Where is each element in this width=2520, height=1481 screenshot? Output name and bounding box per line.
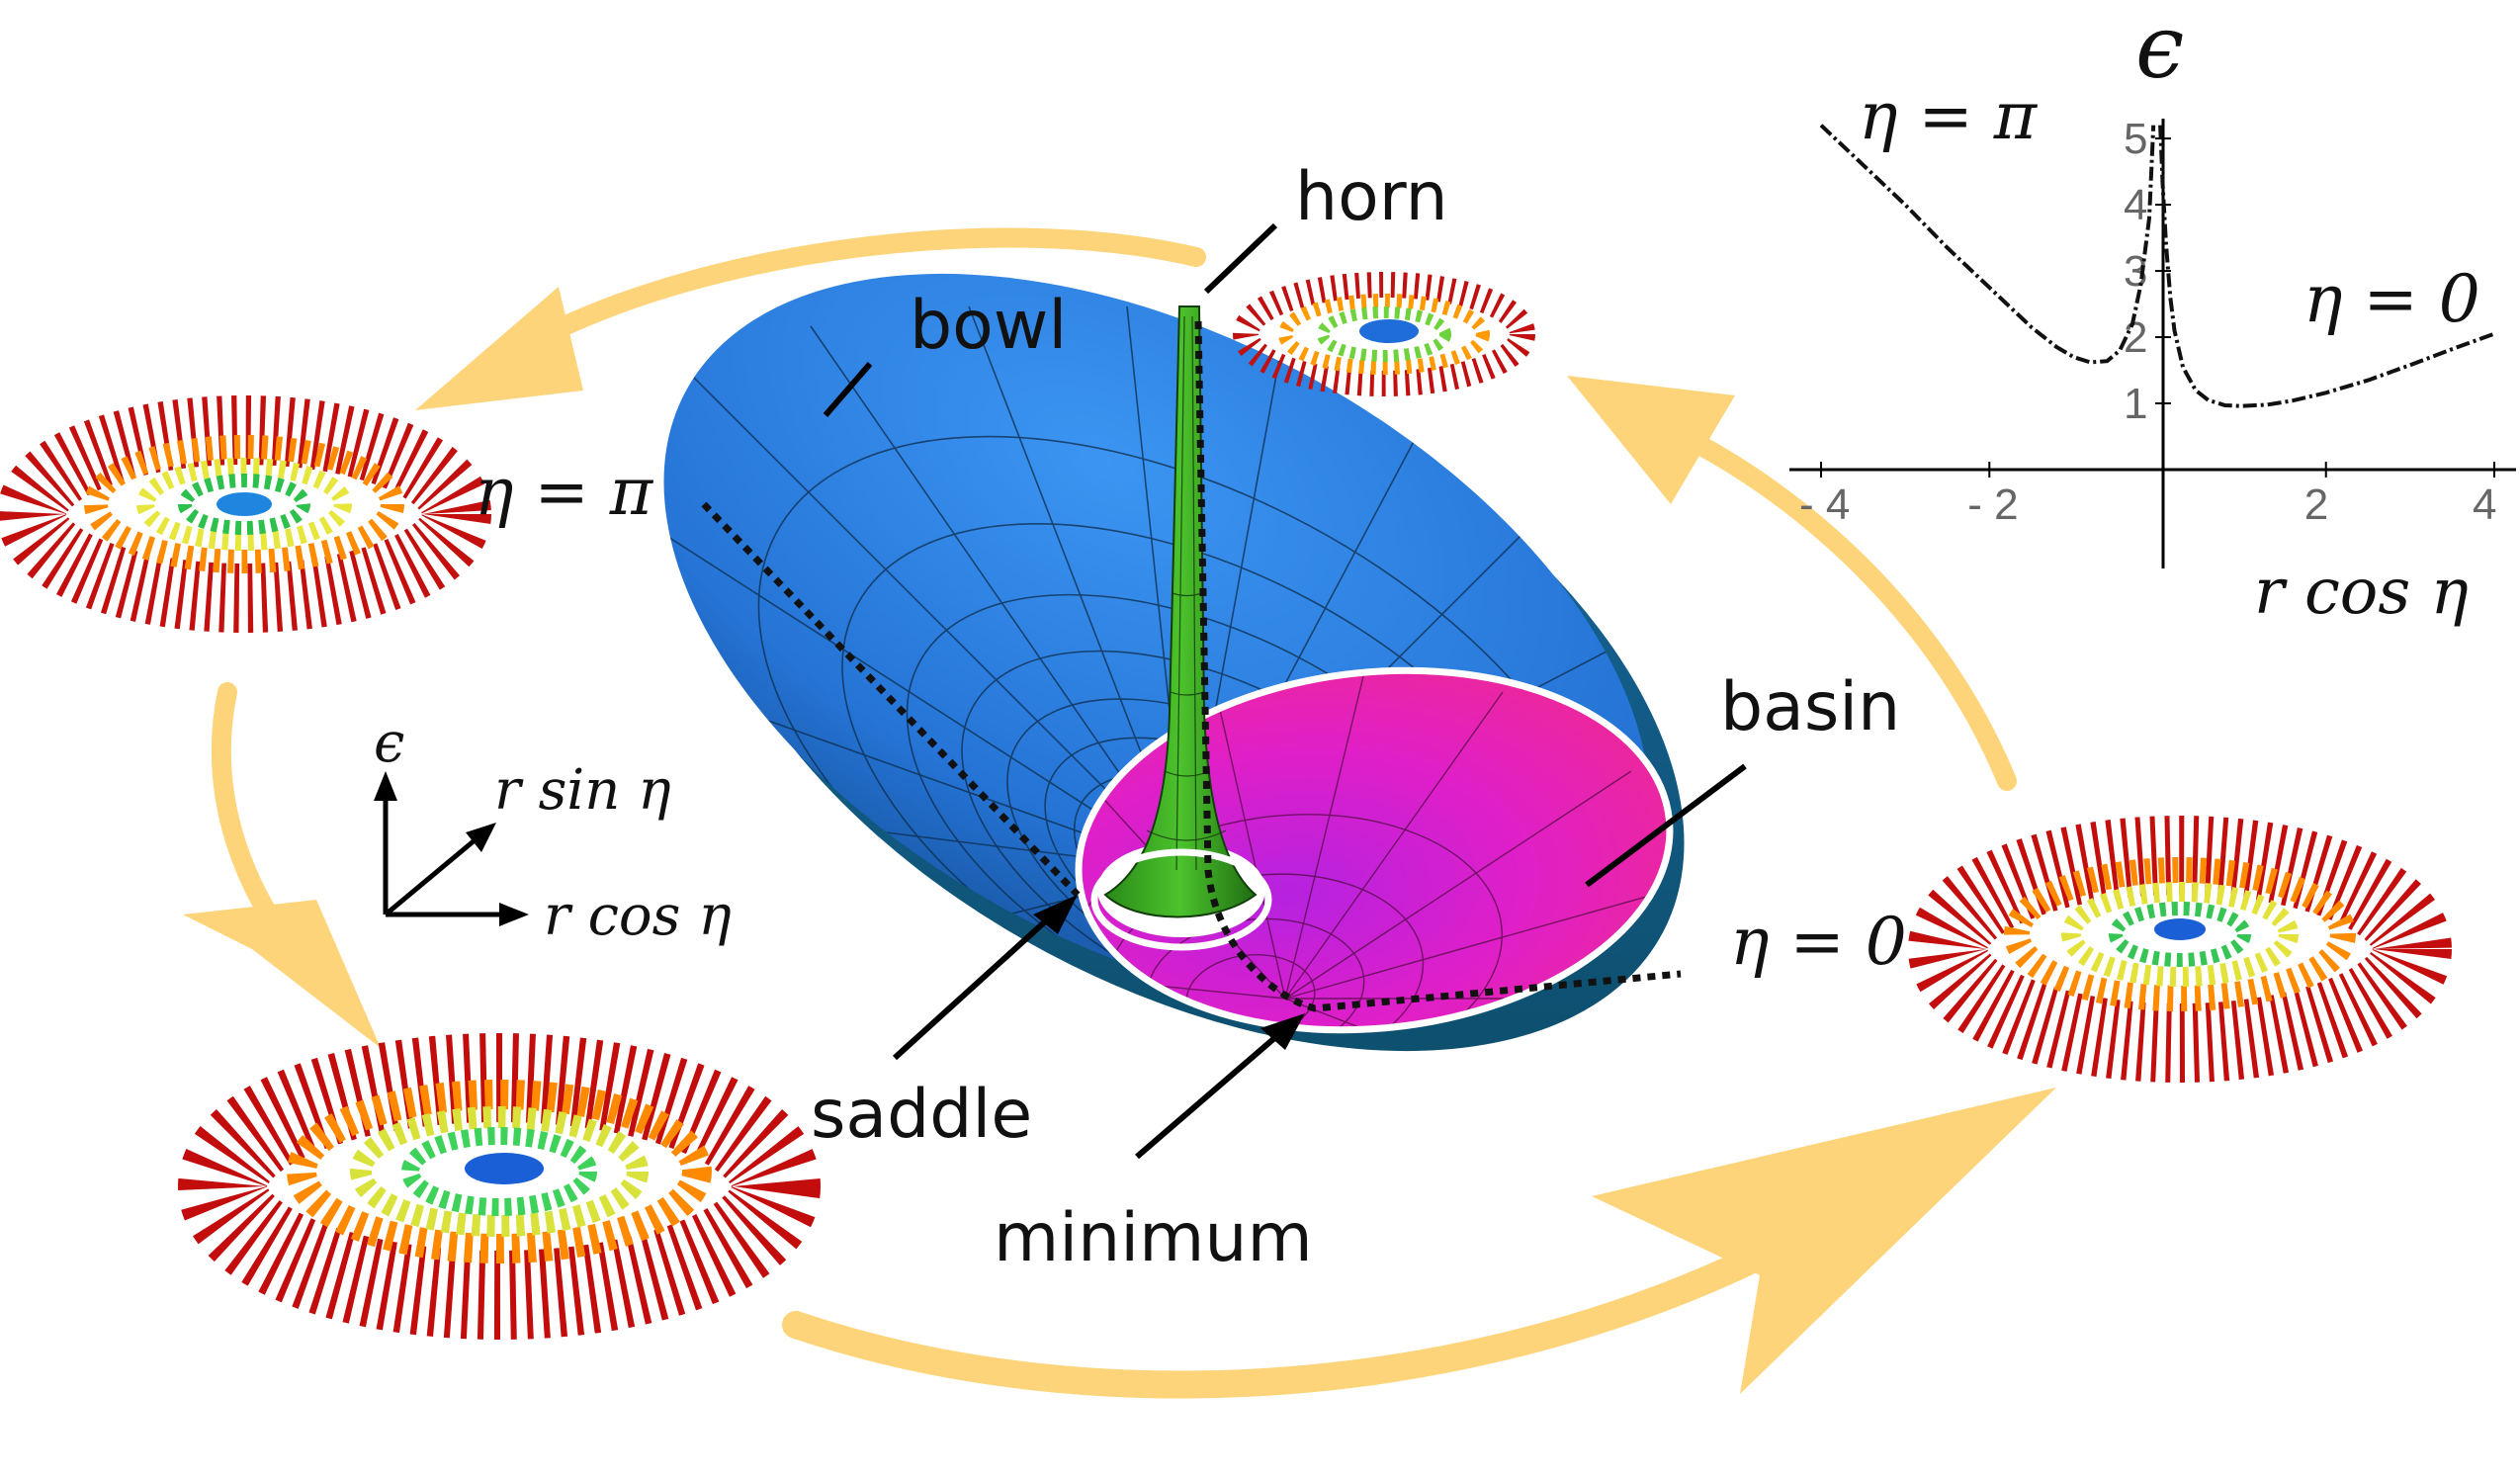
horn-leader [1203, 222, 1278, 295]
horn-label: horn [1295, 158, 1448, 236]
y-tick-label: 4 [2124, 181, 2147, 229]
x-tick-label: 4 [2473, 480, 2496, 529]
inset-xlabel: r cos η [2254, 556, 2469, 629]
bowl-label: bowl [910, 287, 1067, 365]
inset-ylabel: ϵ [2135, 0, 2184, 98]
texture-left-bottom [178, 1033, 821, 1340]
basin-leader [1585, 763, 1747, 888]
minimum-leader [1135, 1030, 1282, 1160]
axis-epsilon-label: ϵ [374, 711, 404, 775]
arrow-top-left-head [415, 287, 583, 410]
x-tick-label: - 2 [1967, 480, 2018, 529]
y-tick-label: 5 [2124, 115, 2147, 163]
axis-rcos-label: r cos η [544, 884, 732, 948]
saddle-leader-head [1033, 895, 1078, 934]
cycle-arrows [183, 227, 2056, 1399]
bowl-leader [823, 362, 873, 417]
texture-right [1908, 816, 2452, 1083]
arrow-right-up [1671, 425, 2017, 791]
leader-lines [823, 222, 1747, 1160]
axis-rsin-label: r sin η [494, 758, 671, 823]
axis-triad [374, 771, 529, 926]
minimum-energy-path [701, 320, 1682, 1012]
minimum-leader-head [1260, 1013, 1305, 1050]
texture-top-right [1233, 272, 1535, 396]
inset-series-line-0 [1819, 124, 2156, 365]
inset-annotation-eta-pi: η = π [1859, 78, 2039, 154]
saddle-label: saddle [811, 1076, 1032, 1154]
arrow-left-down-head [183, 900, 381, 1048]
eta-pi-label: η = π [475, 454, 654, 530]
x-tick-label: 2 [2304, 480, 2328, 529]
texture-left-top [0, 395, 491, 633]
arrow-top-left [524, 227, 1206, 351]
arrow-bottom-head [1592, 1088, 2056, 1394]
eta-zero-label: η = 0 [1730, 904, 1907, 980]
inset-annotation-eta-zero: η = 0 [2303, 261, 2480, 337]
horn-surface [1090, 305, 1272, 951]
saddle-leader [892, 912, 1056, 1061]
y-tick-label: 1 [2124, 380, 2147, 428]
basin-label: basin [1720, 668, 1900, 746]
arrow-bottom [782, 1222, 1813, 1399]
arrow-right-up-head [1567, 376, 1735, 504]
minimum-label: minimum [994, 1199, 1313, 1277]
inset-series-line-1 [2158, 125, 2495, 408]
x-tick-label: - 4 [1799, 480, 1850, 529]
